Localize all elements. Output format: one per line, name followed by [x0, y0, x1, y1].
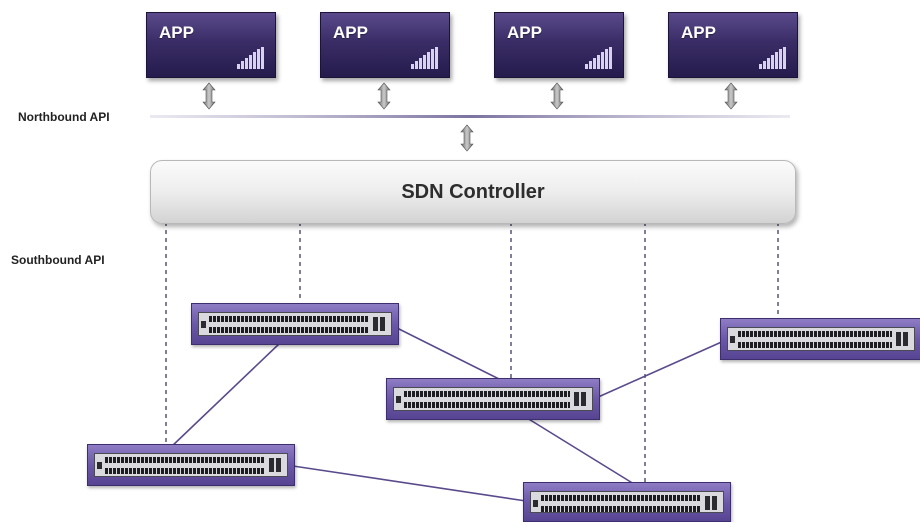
switch-link: [595, 339, 727, 399]
app-box: APP: [494, 12, 624, 78]
network-switch: [87, 444, 295, 486]
network-switch: [523, 482, 731, 522]
switch-link: [526, 417, 635, 485]
signal-bars-icon: [759, 47, 786, 69]
app-label: APP: [681, 23, 716, 42]
app-box: APP: [668, 12, 798, 78]
southbound-api-label: Southbound API: [11, 253, 105, 267]
controller-label: SDN Controller: [401, 180, 545, 203]
northbound-api-line: [150, 115, 790, 118]
network-switch: [720, 318, 920, 360]
app-box: APP: [320, 12, 450, 78]
double-arrow-icon: [377, 82, 391, 110]
signal-bars-icon: [411, 47, 438, 69]
app-label: APP: [159, 23, 194, 42]
sdn-controller: SDN Controller: [150, 160, 796, 224]
signal-bars-icon: [237, 47, 264, 69]
signal-bars-icon: [585, 47, 612, 69]
double-arrow-icon: [202, 82, 216, 110]
app-box: APP: [146, 12, 276, 78]
network-switch: [191, 303, 399, 345]
double-arrow-icon: [550, 82, 564, 110]
app-label: APP: [333, 23, 368, 42]
switch-link: [169, 342, 281, 449]
network-switch: [386, 378, 600, 420]
double-arrow-icon: [724, 82, 738, 110]
switch-link: [292, 465, 527, 502]
app-label: APP: [507, 23, 542, 42]
switch-link: [396, 327, 506, 383]
northbound-api-label: Northbound API: [18, 110, 110, 124]
double-arrow-icon: [460, 124, 474, 152]
